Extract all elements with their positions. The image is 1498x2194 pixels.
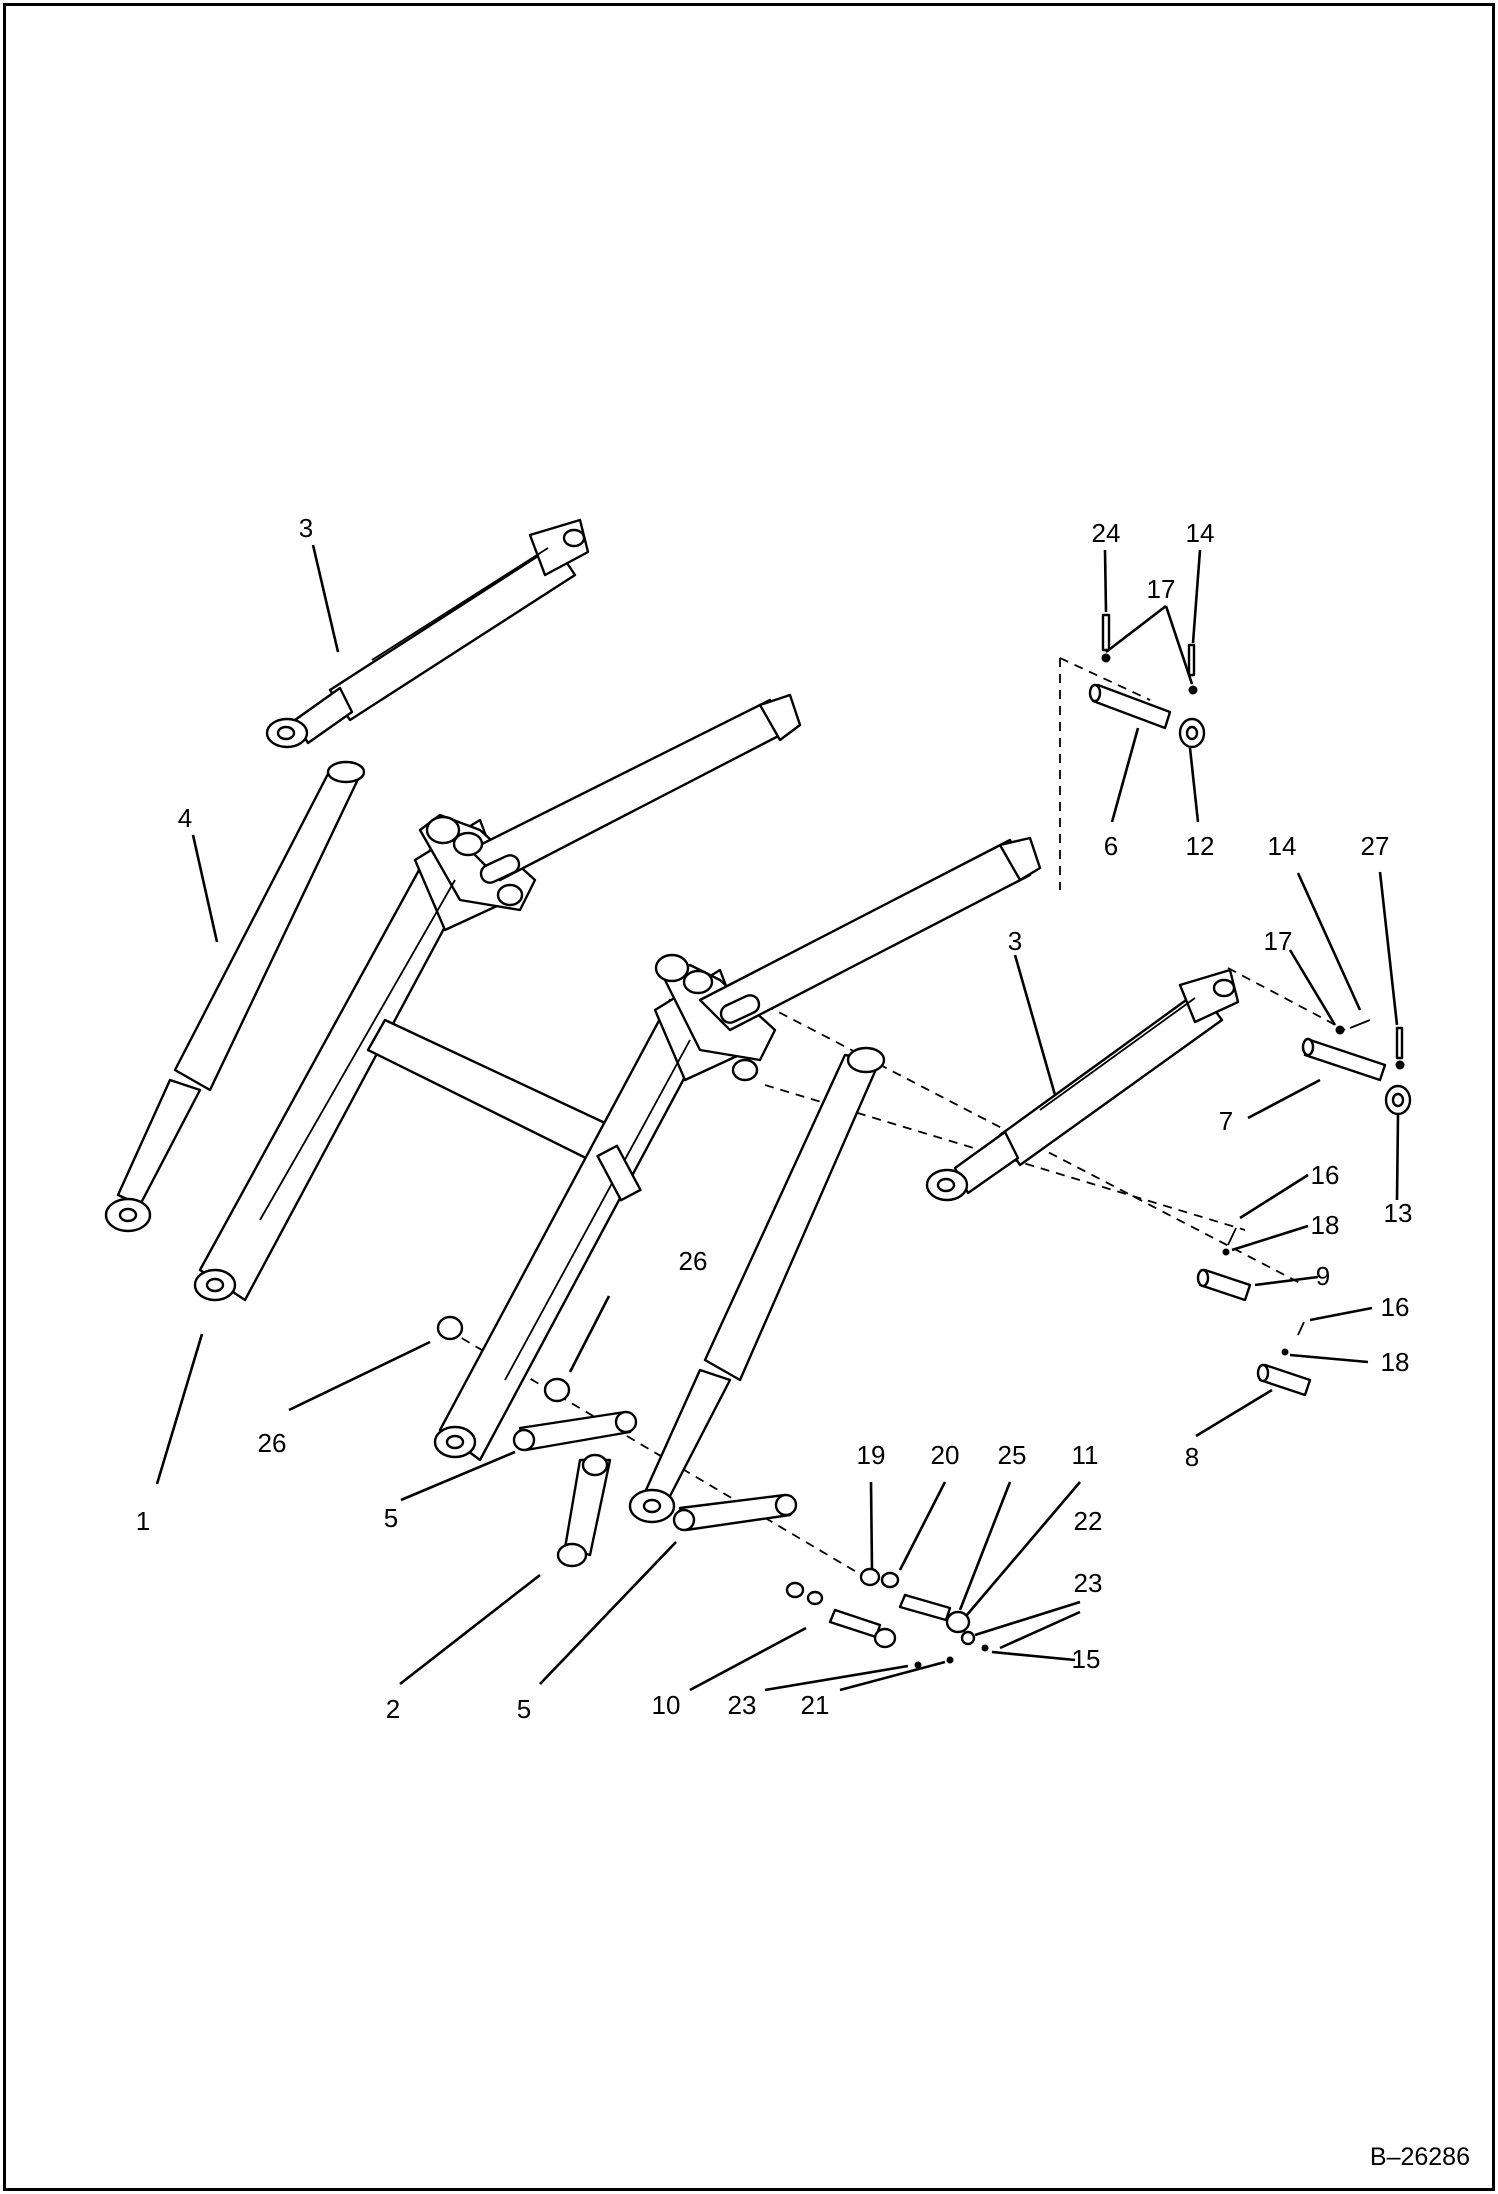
- callout-label: 17: [1147, 574, 1176, 604]
- lift-cylinder-left: [104, 760, 366, 1233]
- callout-label: 19: [857, 1440, 886, 1470]
- bushings: [436, 1315, 571, 1403]
- callout-label: 24: [1092, 518, 1121, 548]
- callout-label: 22: [1074, 1506, 1103, 1536]
- callout-label: 15: [1072, 1644, 1101, 1674]
- callout-label: 5: [517, 1694, 531, 1724]
- callout-label: 13: [1384, 1198, 1413, 1228]
- callout-label: 4: [178, 803, 192, 833]
- figure-reference: B–26286: [1370, 2143, 1470, 2171]
- assembly-line: [1059, 657, 1151, 890]
- callout-label: 23: [1074, 1568, 1103, 1598]
- assembly-line: [1227, 967, 1346, 1031]
- callout-labels: 3 4 1 26 26 5 5 2 10 23 21 19 20 25 11 2…: [136, 513, 1413, 1724]
- callout-label: 7: [1219, 1106, 1233, 1136]
- callout-label: 12: [1186, 831, 1215, 861]
- callout-label: 17: [1264, 926, 1293, 956]
- callout-label: 3: [1008, 926, 1022, 956]
- callout-label: 6: [1104, 831, 1118, 861]
- callout-label: 14: [1186, 518, 1215, 548]
- callout-label: 10: [652, 1690, 681, 1720]
- callout-label: 1: [136, 1506, 150, 1536]
- callout-label: 18: [1381, 1347, 1410, 1377]
- callout-label: 20: [931, 1440, 960, 1470]
- lift-arm-assembly: [193, 693, 1042, 1462]
- leader-lines: [155, 544, 1400, 1692]
- callout-label: 21: [801, 1690, 830, 1720]
- tilt-cylinder-lower: [925, 968, 1240, 1202]
- callout-label: 26: [679, 1246, 708, 1276]
- pins-hardware: [785, 613, 1412, 1669]
- links: [512, 1410, 798, 1568]
- callout-label: 23: [728, 1690, 757, 1720]
- callout-label: 16: [1381, 1292, 1410, 1322]
- callout-label: 25: [998, 1440, 1027, 1470]
- callout-label: 3: [299, 513, 313, 543]
- callout-label: 16: [1311, 1160, 1340, 1190]
- callout-label: 5: [384, 1503, 398, 1533]
- callout-label: 2: [386, 1694, 400, 1724]
- callout-label: 18: [1311, 1210, 1340, 1240]
- lift-cylinder-center: [628, 1046, 886, 1524]
- callout-label: 26: [258, 1428, 287, 1458]
- tilt-cylinder-upper: [265, 518, 590, 749]
- callout-label: 27: [1361, 831, 1390, 861]
- diagram-frame: [3, 3, 1495, 2191]
- callout-label: 11: [1072, 1440, 1099, 1470]
- callout-label: 8: [1185, 1442, 1199, 1472]
- callout-label: 9: [1316, 1261, 1330, 1291]
- callout-label: 14: [1268, 831, 1297, 861]
